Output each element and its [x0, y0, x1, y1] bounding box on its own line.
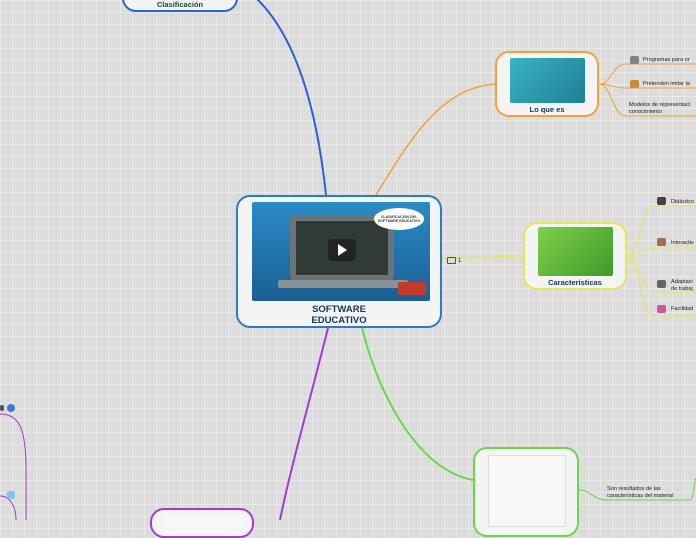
topic-purple[interactable] [150, 508, 254, 538]
gamepad-icon [657, 197, 666, 205]
speech-bubble: CLASIFICACION DEL SOFTWARE EDUCATIVO [374, 208, 424, 230]
topic-clasificacion[interactable]: Clasificación [122, 0, 238, 12]
subtopic-interactivo[interactable]: Interactiv [671, 240, 694, 246]
image-icon [7, 491, 15, 499]
purple-topic-image [165, 516, 241, 536]
central-title: SOFTWARE EDUCATIVO [311, 304, 367, 326]
woman-icon [657, 305, 666, 313]
info-icon [7, 404, 15, 412]
topic-green[interactable] [473, 447, 579, 537]
subtopic-facilidad[interactable]: Facilidad [671, 306, 694, 312]
computer-icon [630, 56, 639, 64]
subtopic-programas[interactable]: Programas para or [643, 57, 690, 63]
comment-badge[interactable]: 1 [447, 257, 461, 264]
lo-que-es-image [510, 58, 585, 103]
play-icon[interactable] [328, 239, 356, 261]
subtopic-modelos[interactable]: Modelos de representaci conocimiento [629, 102, 691, 115]
mindmap-connectors [0, 0, 696, 520]
topic-caracteristicas[interactable]: Características [523, 222, 627, 290]
green-topic-image [488, 455, 566, 527]
teacher-icon [630, 80, 639, 88]
people-icon [657, 238, 666, 246]
subtopic-didactico[interactable]: Didáctico [671, 199, 695, 205]
subtopic-resultados[interactable]: Son resultados de las características de… [607, 486, 674, 499]
comment-icon [447, 257, 456, 264]
menu-icon [0, 405, 4, 411]
channel-logo [398, 282, 426, 295]
subtopic-adaptacion[interactable]: Adaptaci de trabaj [671, 279, 693, 292]
person-walking-icon [657, 280, 666, 288]
central-topic[interactable]: CLASIFICACION DEL SOFTWARE EDUCATIVO SOF… [236, 195, 442, 328]
subtopic-pretenden[interactable]: Pretenden imitar la [643, 81, 690, 87]
caracteristicas-image [538, 227, 613, 276]
topic-lo-que-es[interactable]: Lo que es [495, 51, 599, 117]
video-thumbnail[interactable]: CLASIFICACION DEL SOFTWARE EDUCATIVO [252, 202, 430, 301]
